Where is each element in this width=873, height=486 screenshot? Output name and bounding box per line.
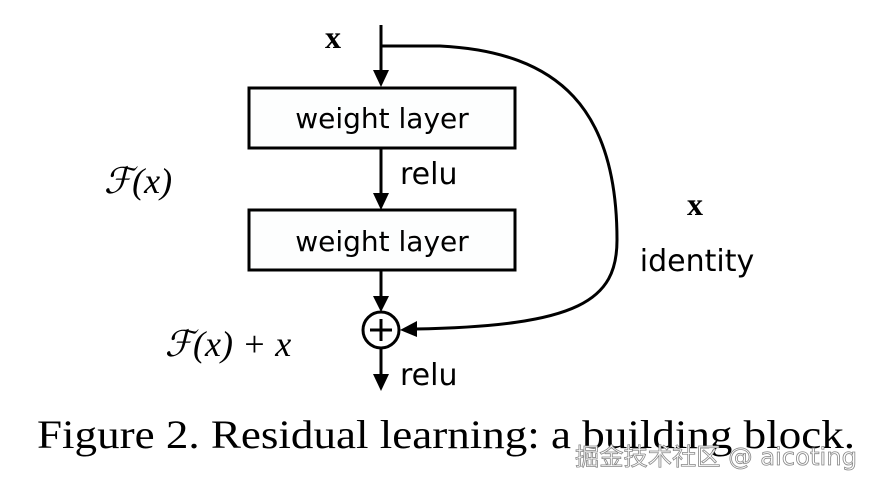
output-arrow: [373, 348, 389, 391]
relu-2-label: relu: [400, 358, 457, 393]
figure-caption: Figure 2. Residual learning: a building …: [37, 412, 855, 457]
sum-output-label: ℱ(x) + x: [165, 324, 292, 364]
identity-shortcut: [381, 44, 619, 337]
residual-function-label: ℱ(x): [104, 161, 172, 201]
relu-arrow-1: [373, 149, 389, 210]
weight-layer-2-label: weight layer: [295, 225, 469, 258]
input-arrow: [373, 25, 389, 87]
weight-layer-1: weight layer: [247, 86, 517, 150]
to-sum-arrow: [373, 271, 389, 312]
relu-1-label: relu: [400, 157, 457, 192]
input-x-label: x: [325, 19, 341, 55]
watermark: 掘金技术社区 @ aicoting: [575, 443, 857, 471]
shortcut-x-label: x: [687, 186, 703, 222]
weight-layer-1-label: weight layer: [295, 102, 469, 135]
identity-label: identity: [640, 244, 754, 279]
sum-node: [361, 310, 401, 350]
weight-layer-2: weight layer: [247, 208, 517, 272]
